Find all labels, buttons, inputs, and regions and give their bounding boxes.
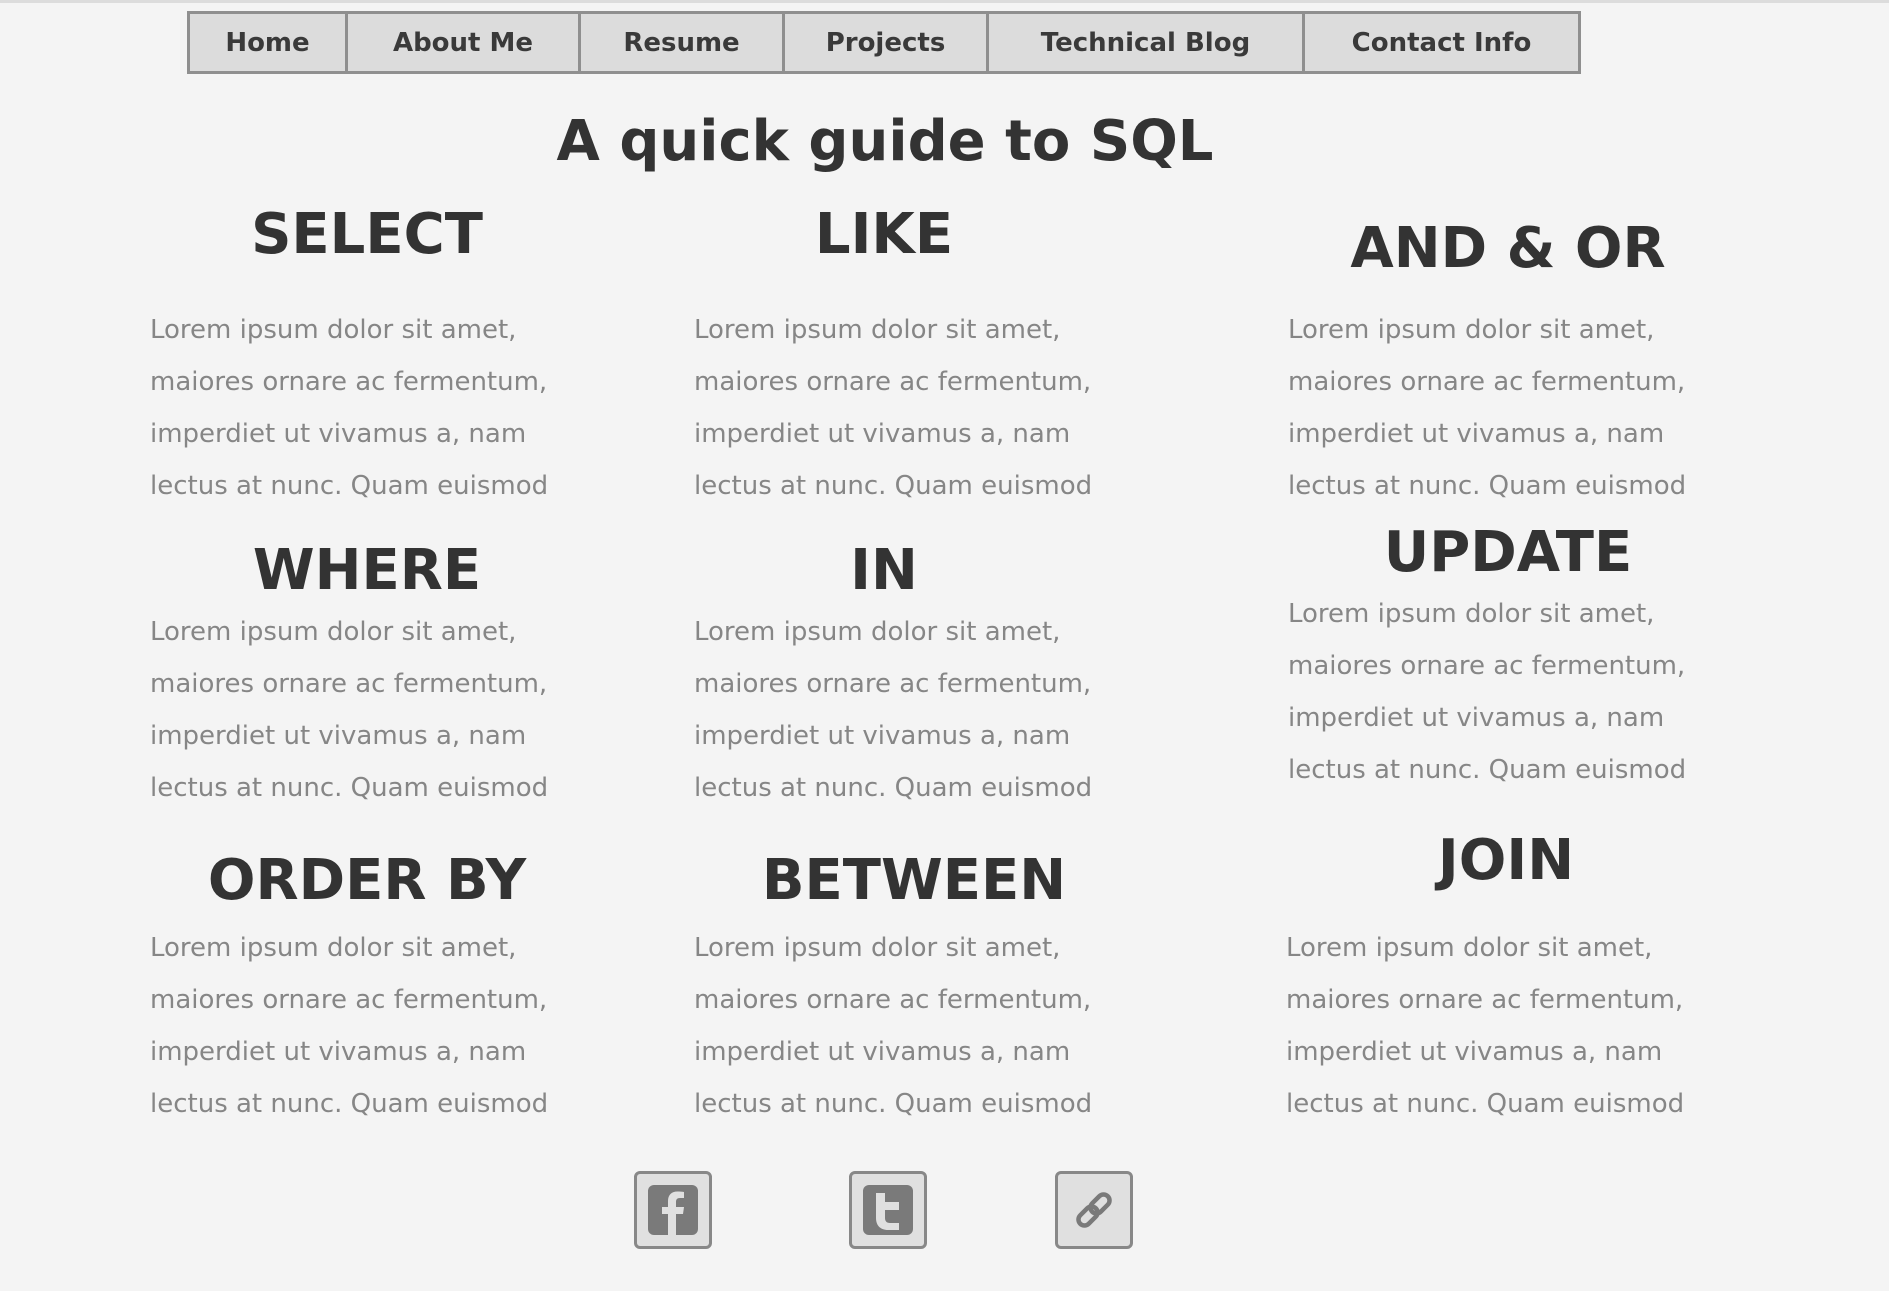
section-heading: AND & OR [1350, 216, 1666, 281]
section-body: Lorem ipsum dolor sit amet,maiores ornar… [694, 617, 1093, 803]
top-divider [0, 0, 1889, 3]
section-join: JOIN Lorem ipsum dolor sit amet,maiores … [1286, 826, 1756, 1130]
nav-technical-blog[interactable]: Technical Blog [989, 14, 1305, 71]
section-heading: LIKE [814, 202, 954, 267]
section-heading: JOIN [1437, 828, 1575, 893]
nav-home[interactable]: Home [190, 14, 348, 71]
section-select: SELECT Lorem ipsum dolor sit amet,maiore… [150, 200, 620, 512]
twitter-link[interactable] [849, 1171, 927, 1249]
section-body: Lorem ipsum dolor sit amet,maiores ornar… [1288, 599, 1687, 785]
section-heading: ORDER BY [207, 848, 527, 913]
facebook-icon [648, 1185, 698, 1235]
section-body: Lorem ipsum dolor sit amet,maiores ornar… [694, 315, 1093, 501]
page-title: A quick guide to SQL [556, 109, 1214, 174]
twitter-icon [863, 1185, 913, 1235]
section-body: Lorem ipsum dolor sit amet,maiores ornar… [1288, 315, 1687, 501]
section-and-or: AND & OR Lorem ipsum dolor sit amet,maio… [1288, 214, 1758, 512]
nav-about-me[interactable]: About Me [348, 14, 581, 71]
main-nav: Home About Me Resume Projects Technical … [187, 11, 1581, 74]
section-body: Lorem ipsum dolor sit amet,maiores ornar… [150, 617, 549, 803]
section-between: BETWEEN Lorem ipsum dolor sit amet,maior… [694, 846, 1164, 1130]
nav-contact-info[interactable]: Contact Info [1351, 27, 1532, 58]
section-body: Lorem ipsum dolor sit amet,maiores ornar… [694, 933, 1093, 1119]
link-link[interactable] [1055, 1171, 1133, 1249]
section-in: IN Lorem ipsum dolor sit amet,maiores or… [694, 536, 1164, 814]
section-heading: BETWEEN [761, 848, 1067, 913]
section-order-by: ORDER BY Lorem ipsum dolor sit amet,maio… [150, 846, 620, 1130]
nav-projects[interactable]: Projects [785, 14, 989, 71]
section-heading: UPDATE [1383, 520, 1633, 585]
section-body: Lorem ipsum dolor sit amet,maiores ornar… [150, 315, 549, 501]
section-heading: WHERE [252, 538, 482, 603]
section-like: LIKE Lorem ipsum dolor sit amet,maiores … [694, 200, 1164, 512]
facebook-link[interactable] [634, 1171, 712, 1249]
nav-resume[interactable]: Resume [581, 14, 785, 71]
section-body: Lorem ipsum dolor sit amet,maiores ornar… [150, 933, 549, 1119]
section-heading: SELECT [251, 202, 483, 267]
link-icon [1076, 1192, 1112, 1228]
section-heading: IN [850, 538, 918, 603]
section-update: UPDATE Lorem ipsum dolor sit amet,maiore… [1288, 518, 1758, 796]
section-body: Lorem ipsum dolor sit amet,maiores ornar… [1286, 933, 1685, 1119]
section-where: WHERE Lorem ipsum dolor sit amet,maiores… [150, 536, 620, 814]
